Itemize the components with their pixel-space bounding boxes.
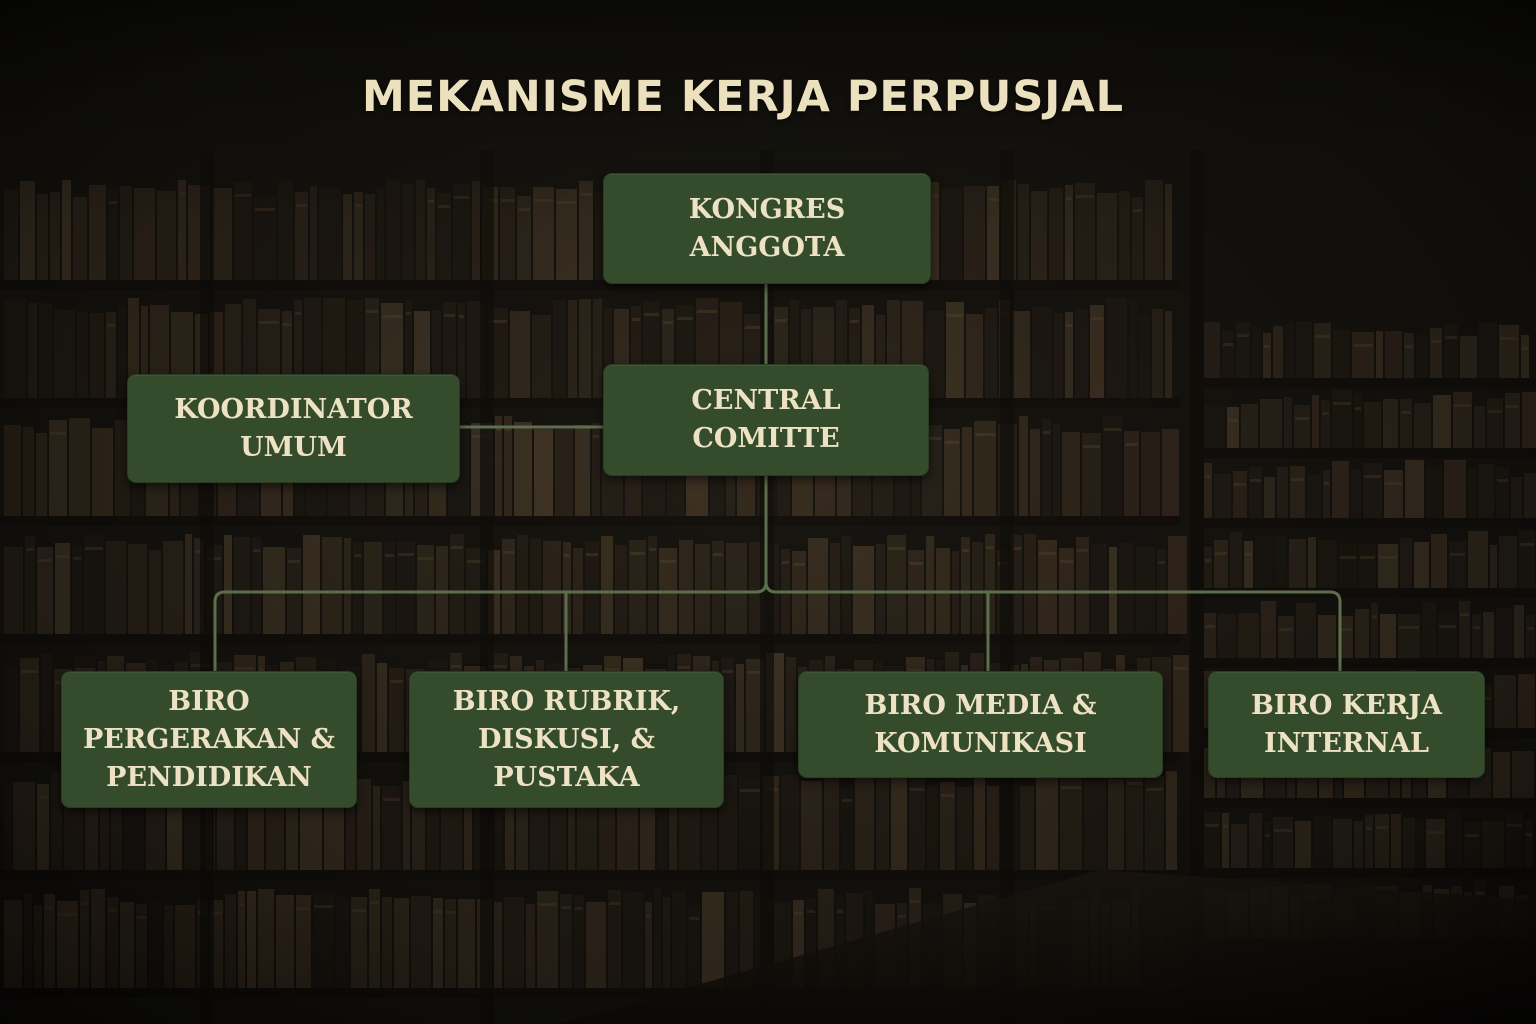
node-label-line: BIRO KERJA [1250, 689, 1443, 721]
node-label-line: KONGRES [688, 193, 846, 225]
connector-branch-right [764, 580, 1342, 674]
node-label-line: PUSTAKA [493, 761, 640, 793]
node-biro-pergerakan-pendidikan: BIRO PERGERAKAN & PENDIDIKAN [61, 671, 357, 808]
node-central-comitte: CENTRAL COMITTE [603, 364, 929, 476]
node-label-line: COMITTE [692, 423, 840, 454]
node-label-line: KOORDINATOR [174, 393, 413, 425]
node-label-line: CENTRAL [691, 385, 841, 416]
node-label-line: DISKUSI, & [478, 723, 655, 755]
node-label-line: BIRO MEDIA & [864, 689, 1097, 721]
node-koordinator-umum: KOORDINATOR UMUM [127, 374, 460, 483]
node-label-line: KOMUNIKASI [874, 727, 1087, 759]
node-label-line: PENDIDIKAN [106, 761, 312, 793]
node-label-line: BIRO RUBRIK, [452, 685, 681, 717]
node-biro-rubrik-diskusi-pustaka: BIRO RUBRIK, DISKUSI, & PUSTAKA [409, 671, 724, 808]
node-label-line: PERGERAKAN & [82, 723, 336, 755]
node-label-line: UMUM [240, 431, 347, 463]
page-title: MEKANISME KERJA PERPUSJAL [362, 72, 1124, 122]
node-biro-media-komunikasi: BIRO MEDIA & KOMUNIKASI [798, 671, 1163, 778]
node-biro-kerja-internal: BIRO KERJA INTERNAL [1208, 671, 1485, 778]
connector-central-down [213, 474, 768, 674]
node-kongres-anggota: KONGRES ANGGOTA [603, 173, 931, 284]
node-label-line: BIRO [168, 685, 250, 717]
node-label-line: INTERNAL [1263, 727, 1430, 759]
node-label-line: ANGGOTA [689, 231, 845, 263]
